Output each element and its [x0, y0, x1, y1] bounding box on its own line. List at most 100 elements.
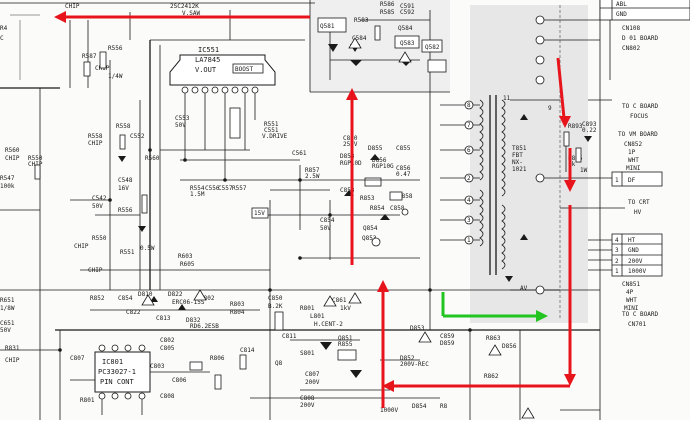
cn852-pins: 1P: [628, 149, 636, 156]
red-traces: [54, 11, 576, 408]
cn852-type: MINI: [626, 165, 641, 172]
svg-text:2SC2412K: 2SC2412K: [170, 3, 199, 10]
svg-text:50V: 50V: [92, 203, 103, 210]
svg-text:R651: R651: [0, 297, 15, 304]
red-arrow-down-upper: [559, 116, 571, 128]
svg-text:1/4W: 1/4W: [108, 73, 123, 80]
svg-text:R557: R557: [232, 185, 247, 192]
svg-text:R554: R554: [190, 185, 205, 192]
volt-1k-label: 1000V: [380, 407, 398, 414]
svg-text:250V: 250V: [343, 141, 358, 148]
left-components: R560 CHIP R550 CHIP R558 CHIP R558 C552 …: [0, 123, 195, 274]
svg-text:C: C: [0, 35, 4, 42]
svg-text:D832: D832: [186, 317, 201, 324]
svg-text:D859: D859: [440, 340, 455, 347]
svg-text:C803: C803: [150, 363, 165, 370]
cn108-abl: ABL: [616, 1, 627, 8]
red-arrow-up-lower: [377, 280, 389, 292]
cn851-pins: 4P: [626, 289, 634, 296]
rd-label: RD6.2ESB: [190, 323, 219, 330]
svg-text:C808: C808: [300, 395, 315, 402]
svg-text:200V-REC: 200V-REC: [400, 361, 429, 368]
cn851-ref: CN851: [622, 281, 640, 288]
green-traces: [441, 292, 548, 322]
svg-text:C808: C808: [160, 393, 175, 400]
cn108-ref: CN108: [622, 25, 640, 32]
svg-text:R551: R551: [120, 249, 135, 256]
svg-text:CHIP: CHIP: [88, 140, 103, 147]
lower-left-components: R651 1/8W C651 50V R831 CHIP R852 C854 D…: [0, 291, 260, 364]
cn851-pin2: 2: [615, 258, 619, 265]
svg-text:2.5W: 2.5W: [305, 173, 320, 180]
ic801-part: PC33027-1: [98, 368, 136, 376]
upper-center-components: Q581 R583 C584 Q584 Q583 Q582 R586 R585 …: [309, 0, 450, 93]
svg-text:Q851: Q851: [338, 335, 353, 342]
svg-text:D853: D853: [410, 325, 425, 332]
svg-text:0.22: 0.22: [582, 127, 597, 134]
svg-text:R831: R831: [5, 345, 20, 352]
svg-text:R863: R863: [486, 335, 501, 342]
cn851-pin3-label: GND: [628, 247, 639, 254]
cn851-pin2-label: 200V: [628, 258, 643, 265]
svg-text:D810: D810: [138, 291, 153, 298]
svg-text:R857: R857: [305, 167, 320, 174]
svg-text:C552: C552: [130, 133, 145, 140]
cn701-label: CN701: [628, 321, 646, 328]
svg-text:R558: R558: [88, 133, 103, 140]
ic551-block: IC551 LA7845 V.OUT BOOST V.DRIVE R551 C5…: [160, 46, 307, 198]
to-vm-board: TO VM BOARD: [618, 131, 658, 138]
red-arrow-up: [346, 88, 358, 100]
red-trace-right-upper: [556, 57, 566, 119]
svg-text:R801: R801: [80, 397, 95, 404]
svg-text:R550: R550: [92, 235, 107, 242]
svg-text:0.47: 0.47: [396, 171, 411, 178]
warning-triangles: [141, 37, 535, 419]
cn852-color: WHT: [628, 157, 639, 164]
green-arrow-right: [536, 310, 548, 322]
svg-text:C556: C556: [205, 185, 220, 192]
svg-text:R853: R853: [360, 195, 375, 202]
cn851-pin1: 1: [615, 268, 619, 275]
svg-text:C802: C802: [160, 337, 175, 344]
svg-text:R603: R603: [178, 253, 193, 260]
svg-text:R556: R556: [118, 207, 133, 214]
svg-text:C551: C551: [264, 127, 279, 134]
svg-text:R558: R558: [116, 123, 131, 130]
svg-text:AV: AV: [520, 285, 528, 292]
svg-text:1021: 1021: [512, 166, 527, 173]
svg-text:4: 4: [467, 197, 471, 204]
svg-text:T851: T851: [512, 145, 527, 152]
svg-text:R862: R862: [484, 373, 499, 380]
svg-text:Q581: Q581: [320, 23, 335, 30]
cn108-board: D 01 BOARD: [622, 35, 659, 42]
cn851-pin3: 3: [615, 247, 619, 254]
svg-text:R586: R586: [380, 1, 395, 8]
svg-text:D856: D856: [372, 157, 387, 164]
svg-text:R551: R551: [264, 121, 279, 128]
svg-text:R547: R547: [0, 175, 15, 182]
svg-text:R854: R854: [370, 205, 385, 212]
cn851-connector: 4 HT 3 GND 2 200V 1 1000V: [611, 233, 663, 277]
svg-text:R8: R8: [440, 403, 448, 410]
svg-text:C856: C856: [396, 165, 411, 172]
cn851-pin4: 4: [615, 237, 619, 244]
svg-text:C854: C854: [118, 295, 133, 302]
ic801-pins: [98, 344, 146, 400]
svg-text:D853: D853: [340, 153, 355, 160]
svg-text:C822: C822: [126, 309, 141, 316]
svg-text:RGP10G: RGP10G: [372, 163, 394, 170]
svg-text:C806: C806: [172, 377, 187, 384]
svg-text:R804: R804: [230, 309, 245, 316]
svg-text:11: 11: [503, 95, 511, 102]
svg-text:15V: 15V: [254, 210, 265, 217]
svg-text:Q8: Q8: [275, 360, 283, 367]
svg-text:1/8W: 1/8W: [0, 305, 15, 312]
focus-components: R893 C893 0.22 R855 1k 1W: [563, 99, 612, 174]
df-pin-num: 1: [615, 177, 619, 184]
ic551-ref: IC551: [198, 46, 219, 54]
hv-cent-label: H.CENT-2: [314, 321, 343, 328]
svg-text:1kV: 1kV: [340, 305, 351, 312]
ic551-pins: [181, 86, 259, 94]
svg-text:200V: 200V: [305, 379, 320, 386]
svg-text:Q584: Q584: [398, 25, 413, 32]
